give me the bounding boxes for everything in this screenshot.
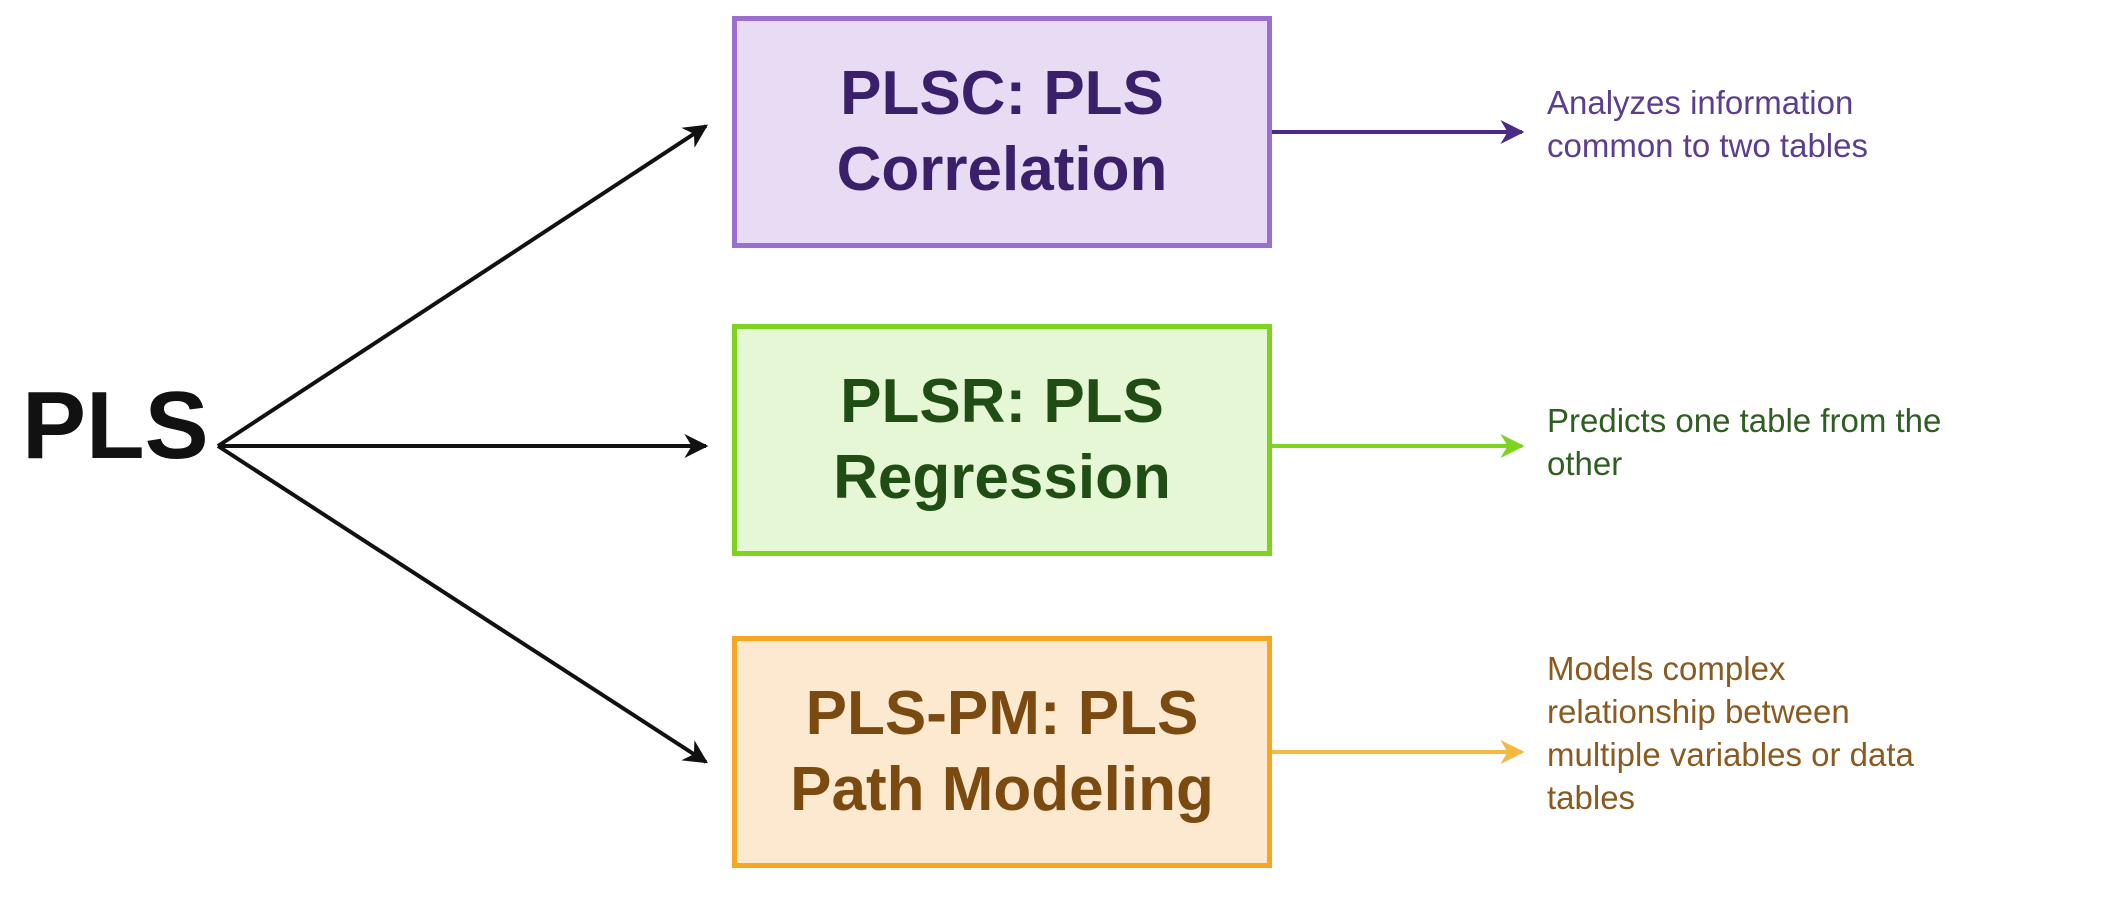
method-title-line: Regression — [833, 443, 1171, 512]
method-title-line: PLSC: PLS — [840, 59, 1164, 129]
description-line: Analyzes information — [1547, 84, 1854, 121]
description-plsc: Analyzes information common to two table… — [1547, 82, 1868, 168]
root-node-pls: PLS — [22, 372, 209, 479]
method-box-plsr: PLSR: PLS Regression — [732, 324, 1272, 556]
method-title-line: Path Modeling — [790, 755, 1214, 824]
method-title-line: PLS-PM: PLS — [805, 679, 1199, 749]
description-line: tables — [1547, 778, 1636, 816]
method-title-line: Correlation — [836, 135, 1168, 204]
description-line: multiple variables or data — [1547, 735, 1914, 773]
description-line: Predicts one table from the — [1547, 402, 1942, 439]
description-plspm: Models complex relationship between mult… — [1547, 648, 1914, 820]
method-box-plspm: PLS-PM: PLS Path Modeling — [732, 636, 1272, 868]
description-line: other — [1547, 444, 1623, 482]
arrow-pls-to-plsc — [216, 124, 709, 448]
description-line: common to two tables — [1547, 126, 1868, 164]
method-box-plsc: PLSC: PLS Correlation — [732, 16, 1272, 248]
arrow-pls-to-plspm — [216, 444, 709, 764]
description-line: relationship between — [1547, 692, 1850, 730]
description-line: Models complex — [1547, 650, 1786, 687]
description-plsr: Predicts one table from the other — [1547, 400, 1941, 486]
method-title-line: PLSR: PLS — [840, 367, 1164, 437]
